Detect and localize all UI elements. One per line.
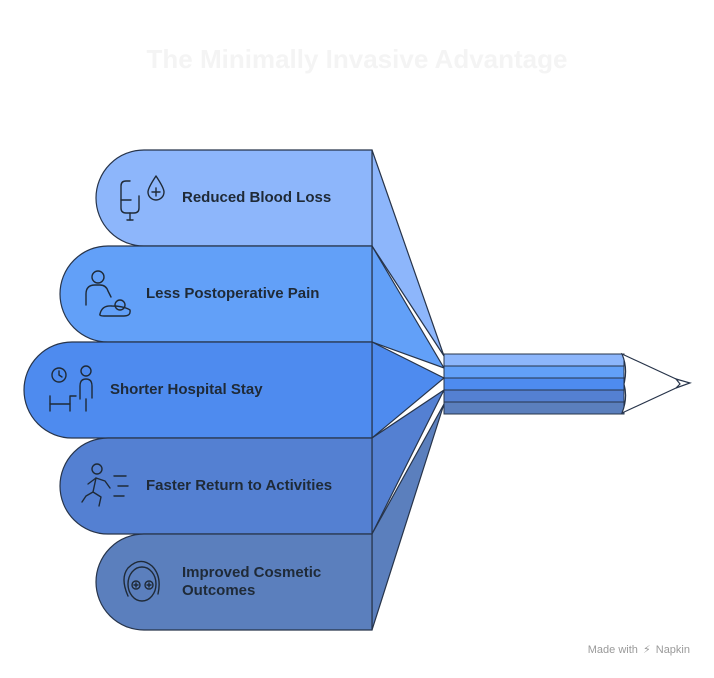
card-label-1: Reduced Blood Loss bbox=[182, 189, 332, 206]
watermark-prefix: Made with bbox=[587, 644, 638, 656]
card-1 bbox=[95, 149, 373, 247]
card-5 bbox=[95, 533, 373, 631]
barrel-stripe-5 bbox=[443, 401, 625, 415]
card-2 bbox=[59, 245, 373, 343]
card-label-3: Shorter Hospital Stay bbox=[110, 381, 263, 398]
card-label-4: Faster Return to Activities bbox=[146, 477, 333, 494]
barrel-stripe-4 bbox=[443, 389, 625, 403]
card-3 bbox=[23, 341, 373, 439]
pencil-barrel bbox=[443, 353, 625, 415]
barrel-stripe-3 bbox=[443, 377, 625, 391]
watermark: Made with ⚡ Napkin bbox=[588, 643, 690, 656]
napkin-logo-icon: ⚡ bbox=[642, 644, 651, 656]
caregiver-icon bbox=[85, 270, 131, 317]
barrel-stripe-1 bbox=[443, 353, 625, 367]
card-4 bbox=[59, 437, 373, 535]
running-person-icon bbox=[81, 463, 129, 507]
connector-group bbox=[371, 149, 446, 631]
hospital-bed-icon bbox=[49, 365, 93, 412]
watermark-brand: Napkin bbox=[655, 644, 690, 656]
barrel-stripe-2 bbox=[443, 365, 625, 379]
card-label-5: Improved Cosmetic Outcomes bbox=[182, 564, 322, 599]
face-icon bbox=[123, 560, 160, 602]
card-label-2: Less Postoperative Pain bbox=[146, 285, 320, 302]
blood-drop-icon bbox=[120, 175, 165, 221]
pencil-tip bbox=[620, 352, 692, 415]
page-title: The Minimally Invasive Advantage bbox=[146, 44, 568, 74]
